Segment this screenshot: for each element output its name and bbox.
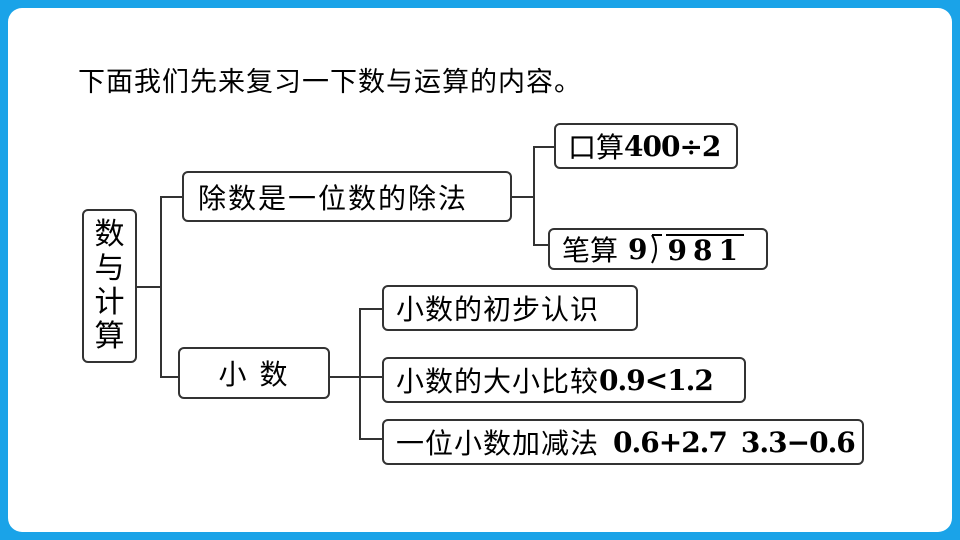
decimals-node: 小 数 — [178, 347, 330, 399]
connector-decimals-bracket — [359, 308, 382, 440]
decimal-addsub-expression-2: 3.3−0.6 — [740, 425, 856, 459]
oral-calc-expression: 400÷2 — [624, 129, 721, 163]
decimal-addsub-expression-1: 0.6+2.7 — [613, 425, 728, 459]
division-label: 除数是一位数的除法 — [198, 181, 469, 215]
connector-division-bracket — [533, 146, 554, 246]
dividend: 981 — [665, 234, 744, 267]
intro-text: 下面我们先来复习一下数与运算的内容。 — [78, 67, 582, 98]
long-division-bracket: 981 — [650, 234, 750, 266]
division-bracket-icon — [650, 234, 662, 264]
decimal-addsub-node: 一位小数加减法 0.6+2.7 3.3−0.6 — [382, 419, 864, 465]
divisor: 9 — [628, 232, 648, 266]
division-node: 除数是一位数的除法 — [182, 171, 512, 222]
root-char: 数 — [94, 217, 125, 252]
written-calc-node: 笔算 9 981 — [548, 228, 768, 270]
connector-root-bracket — [160, 196, 182, 378]
root-node: 数 与 计 算 — [82, 209, 137, 363]
decimal-intro-label: 小数的初步认识 — [396, 293, 600, 326]
decimal-addsub-label: 一位小数加减法 — [396, 427, 600, 460]
oral-calc-node: 口算 400÷2 — [554, 123, 738, 169]
connector-lines — [137, 146, 554, 440]
decimals-label: 小 数 — [218, 358, 290, 391]
decimal-compare-expression: 0.9<1.2 — [599, 363, 714, 397]
root-char: 与 — [94, 251, 125, 286]
root-char: 算 — [94, 319, 125, 354]
written-calc-label: 笔算 — [562, 234, 619, 267]
decimal-intro-node: 小数的初步认识 — [382, 285, 638, 331]
decimal-compare-label: 小数的大小比较 — [396, 365, 600, 398]
oral-calc-label: 口算 — [568, 131, 625, 164]
decimal-compare-node: 小数的大小比较 0.9<1.2 — [382, 357, 746, 403]
root-char: 计 — [94, 285, 125, 320]
